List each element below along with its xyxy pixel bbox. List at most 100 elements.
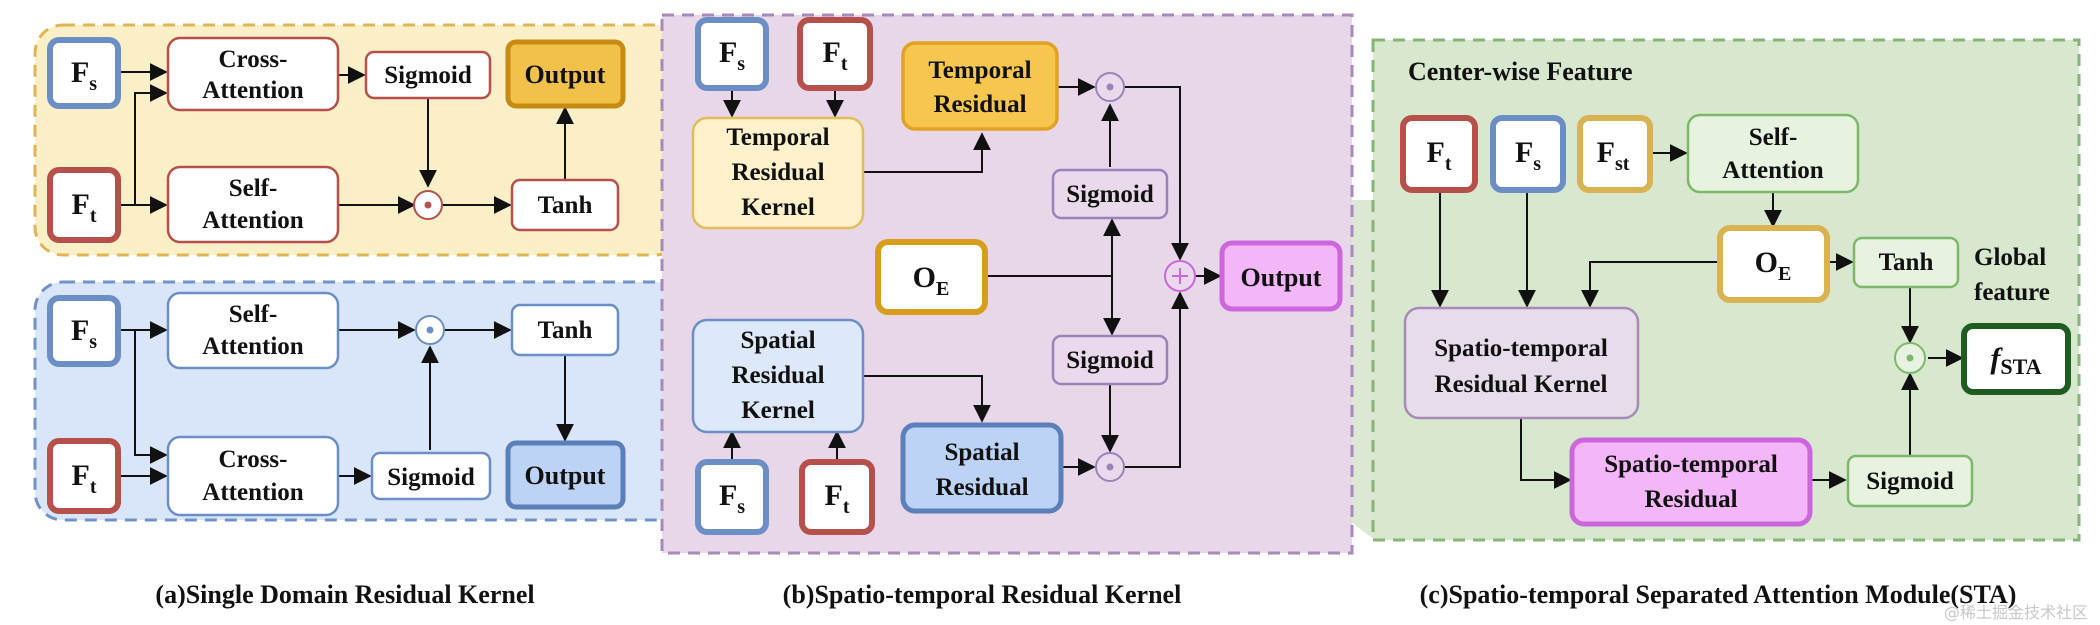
connector-b-c [1348,200,1375,540]
svg-text:Ft: Ft [72,459,97,498]
svg-text:Kernel: Kernel [741,397,815,424]
svg-text:Spatial: Spatial [740,327,815,354]
self-attention-box-c: Self- Attention [1686,113,1860,194]
svg-text:Attention: Attention [202,333,303,360]
multiply-node-c [1894,342,1926,374]
st-kernel-box: Spatio-temporal Residual Kernel [1403,306,1640,420]
svg-text:Residual: Residual [935,474,1028,501]
st-residual-box: Spatio-temporal Residual [1569,437,1813,527]
sigmoid-box-b-bottom: Sigmoid [1051,334,1169,386]
multiply-node-a-bottom [415,315,445,345]
self-attention-box-a-bottom: Self- Attention [166,291,340,370]
spatial-residual-box: Spatial Residual [900,422,1064,514]
fs-box-c: Fs [1490,115,1566,193]
svg-text:Cross-: Cross- [219,446,288,473]
svg-text:Sigmoid: Sigmoid [387,464,475,491]
ft-box-a-bottom: Ft [47,438,121,514]
svg-text:Fs: Fs [71,56,97,95]
multiply-node-b-bottom [1095,452,1125,482]
svg-text:Tanh: Tanh [538,317,593,344]
svg-text:OE: OE [913,261,950,300]
svg-text:Ft: Ft [823,36,848,75]
center-wise-feature-title: Center-wise Feature [1408,57,1633,86]
svg-text:Spatial: Spatial [944,439,1019,466]
fs-box-a-bottom: Fs [47,295,121,367]
temporal-kernel-box: Temporal Residual Kernel [691,116,865,230]
svg-text:Attention: Attention [1722,157,1823,184]
svg-text:Output: Output [1241,263,1322,292]
global-feature-label-2: feature [1974,279,2050,306]
svg-text:Tanh: Tanh [1879,249,1934,276]
svg-text:Sigmoid: Sigmoid [1066,181,1154,208]
sigmoid-box-a-bottom: Sigmoid [370,451,492,501]
caption-b: (b)Spatio-temporal Residual Kernel [783,580,1182,609]
add-node-b [1164,260,1196,292]
sigmoid-box-b-top: Sigmoid [1051,168,1169,220]
svg-text:OE: OE [1755,246,1792,285]
svg-text:Tanh: Tanh [538,192,593,219]
svg-text:Residual: Residual [1644,486,1737,513]
svg-text:Output: Output [525,461,606,490]
svg-text:Sigmoid: Sigmoid [1066,347,1154,374]
svg-text:Self-: Self- [229,175,278,202]
svg-text:Residual Kernel: Residual Kernel [1435,371,1608,398]
oe-box-c: OE [1717,225,1830,303]
svg-text:Sigmoid: Sigmoid [384,62,472,89]
svg-text:Spatio-temporal: Spatio-temporal [1434,335,1608,362]
oe-box-b: OE [875,239,988,315]
svg-text:Residual: Residual [933,91,1026,118]
global-feature-label-1: Global [1974,244,2046,271]
caption-a: (a)Single Domain Residual Kernel [155,580,534,609]
tanh-box-a-bottom: Tanh [510,303,620,357]
self-attention-box-a-top: Self- Attention [166,165,340,244]
svg-text:Attention: Attention [202,479,303,506]
svg-text:Ft: Ft [825,479,850,518]
svg-text:Residual: Residual [731,362,824,389]
svg-text:Fs: Fs [719,479,745,518]
svg-text:Residual: Residual [731,159,824,186]
svg-text:Ft: Ft [1427,136,1452,175]
ft-box-c: Ft [1400,115,1478,193]
svg-text:Ft: Ft [72,188,97,227]
output-box-b: Output [1219,240,1343,312]
ft-box-b-bottom: Ft [799,459,875,535]
svg-text:Temporal: Temporal [726,124,829,151]
svg-text:Attention: Attention [202,77,303,104]
ft-box-b-top: Ft [797,17,873,91]
tanh-box-c: Tanh [1852,236,1960,289]
svg-text:Sigmoid: Sigmoid [1866,468,1954,495]
svg-text:Fs: Fs [1515,136,1541,175]
cross-attention-box-a-top: Cross- Attention [166,36,340,112]
ft-box-a-top: Ft [47,167,121,243]
svg-text:Self-: Self- [229,301,278,328]
spatial-kernel-box: Spatial Residual Kernel [691,318,865,434]
fs-box-b-bottom: Fs [695,459,769,535]
svg-text:Temporal: Temporal [928,57,1031,84]
output-box-a-bottom: Output [505,440,626,510]
multiply-node-b-top [1095,72,1125,102]
tanh-box-a-top: Tanh [510,178,620,232]
sigmoid-box-c: Sigmoid [1846,454,1974,508]
svg-text:Cross-: Cross- [219,46,288,73]
svg-text:Fs: Fs [71,314,97,353]
multiply-node-a-top [413,190,443,220]
svg-text:fSTA: fSTA [1990,342,2041,379]
svg-text:Spatio-temporal: Spatio-temporal [1604,451,1778,478]
caption-c: (c)Spatio-temporal Separated Attention M… [1420,580,2017,609]
fs-box-b-top: Fs [695,17,769,91]
svg-text:Fs: Fs [719,36,745,75]
svg-text:Output: Output [525,60,606,89]
svg-text:Kernel: Kernel [741,194,815,221]
output-box-a-top: Output [505,39,626,109]
fst-box-c: Fst [1577,115,1653,193]
sigmoid-box-a-top: Sigmoid [364,50,492,100]
fsta-box: fSTA [1961,323,2071,395]
svg-text:Self-: Self- [1749,124,1798,151]
svg-text:Attention: Attention [202,207,303,234]
temporal-residual-box: Temporal Residual [901,41,1059,131]
fs-box-a-top: Fs [47,37,121,109]
svg-text:Fst: Fst [1597,136,1630,175]
watermark-text: @稀土掘金技术社区 [1944,603,2088,622]
cross-attention-box-a-bottom: Cross- Attention [166,435,340,517]
